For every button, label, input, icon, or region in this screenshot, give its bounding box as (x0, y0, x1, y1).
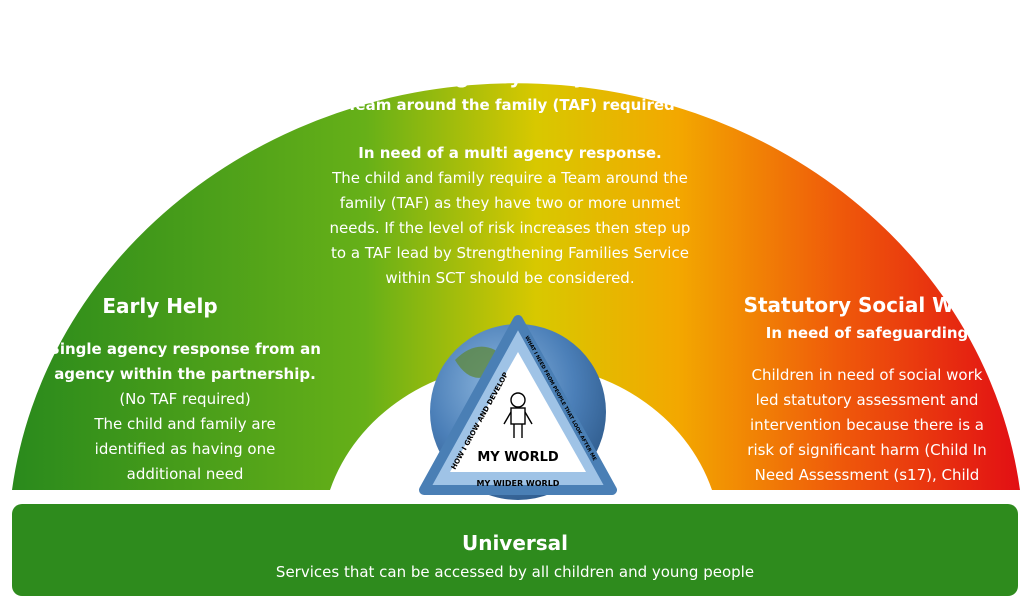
middle-line: to a TAF lead by Strengthening Families … (331, 244, 689, 262)
right-description: Children in need of social work led stat… (717, 363, 1017, 488)
universal-bar (12, 504, 1018, 596)
middle-line: family (TAF) as they have two or more un… (339, 194, 681, 212)
child-figure-icon (503, 392, 533, 438)
arc-band (12, 83, 1020, 490)
middle-line: within SCT should be considered. (385, 269, 635, 287)
left-line: The child and family are (94, 415, 276, 433)
middle-description: In need of a multi agency response. The … (260, 141, 760, 291)
right-line: led statutory assessment and (755, 391, 979, 409)
left-bold-line: agency within the partnership. (54, 365, 316, 383)
my-world-logo: MY WORLD MY WIDER WORLD HOW I GROW AND D… (419, 315, 617, 500)
logo-center-text: MY WORLD (477, 450, 559, 465)
left-bold-line: Single agency response from an (49, 340, 321, 358)
middle-line: The child and family require a Team arou… (332, 169, 688, 187)
universal-title: Universal (461, 531, 569, 555)
left-line: identified as having one (94, 440, 276, 458)
right-line: Children in need of social work (751, 366, 983, 384)
middle-subtitle: Team around the family (TAF) required (347, 96, 675, 114)
right-line: risk of significant harm (Child In (747, 441, 987, 459)
middle-line: needs. If the level of risk increases th… (329, 219, 691, 237)
right-line: Need Assessment (s17), Child (754, 466, 980, 484)
left-line: additional need (126, 465, 244, 483)
logo-bottom-text: MY WIDER WORLD (477, 479, 560, 488)
left-line: (No TAF required) (119, 390, 251, 408)
right-subtitle: In need of safeguarding (765, 324, 969, 342)
right-title: Statutory Social Work (743, 293, 991, 317)
universal-description: Services that can be accessed by all chi… (275, 563, 755, 581)
left-description: Single agency response from an agency wi… (40, 337, 330, 487)
right-line: intervention because there is a (750, 416, 984, 434)
middle-lead: In need of a multi agency response. (358, 144, 662, 162)
left-title: Early Help (102, 294, 218, 318)
middle-title: Multi agency Early Help (377, 64, 645, 88)
